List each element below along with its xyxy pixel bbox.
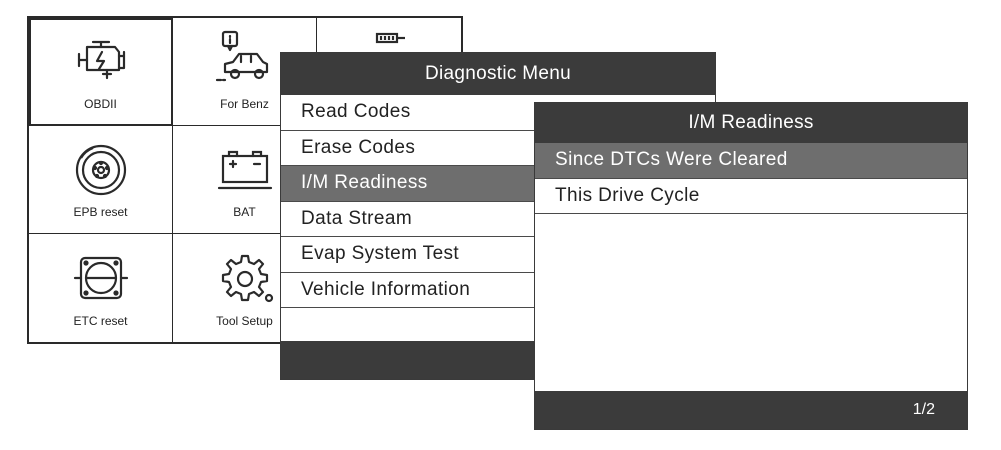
device-icon — [359, 30, 419, 90]
tile-etc-reset[interactable]: ETC reset — [29, 234, 173, 342]
im-readiness-title: I/M Readiness — [535, 103, 967, 143]
menu-item-since-dtcs-cleared[interactable]: Since DTCs Were Cleared — [535, 143, 967, 179]
menu-item-evap-system-test[interactable]: Evap System Test — [281, 237, 715, 273]
tile-obdii[interactable]: OBDII — [29, 18, 173, 126]
im-readiness-window: I/M Readiness Since DTCs Were Cleared Th… — [534, 102, 968, 430]
tile-label: ETC reset — [73, 314, 128, 328]
im-readiness-footer: 1/2 — [535, 391, 967, 429]
tile-epb-reset[interactable]: EPB reset — [29, 126, 173, 234]
brake-disc-icon — [71, 138, 131, 198]
menu-item-read-codes[interactable]: Read Codes — [281, 95, 715, 131]
engine-icon — [71, 30, 131, 90]
tile-label: EPB reset — [73, 205, 128, 219]
diagnostic-menu-title: Diagnostic Menu — [281, 53, 715, 95]
tile-label: BAT — [233, 205, 256, 219]
menu-item-vehicle-information[interactable]: Vehicle Information — [281, 273, 715, 308]
menu-item-data-stream[interactable]: Data Stream — [281, 202, 715, 237]
throttle-body-icon — [71, 246, 131, 306]
car-info-icon — [215, 30, 275, 90]
battery-icon — [215, 138, 275, 198]
tile-for-benz[interactable]: For Benz — [173, 18, 317, 126]
im-readiness-list: Since DTCs Were Cleared This Drive Cycle — [535, 143, 967, 214]
tile-label: OBDII — [84, 97, 117, 111]
tile-label: For Benz — [220, 97, 269, 111]
menu-item-this-drive-cycle[interactable]: This Drive Cycle — [535, 179, 967, 214]
gear-icon — [215, 246, 275, 306]
tile-tool-setup[interactable]: Tool Setup — [173, 234, 317, 342]
page-indicator: 1/2 — [912, 401, 935, 418]
tile-label: Tool Setup — [216, 314, 273, 328]
menu-item-erase-codes[interactable]: Erase Codes — [281, 131, 715, 166]
